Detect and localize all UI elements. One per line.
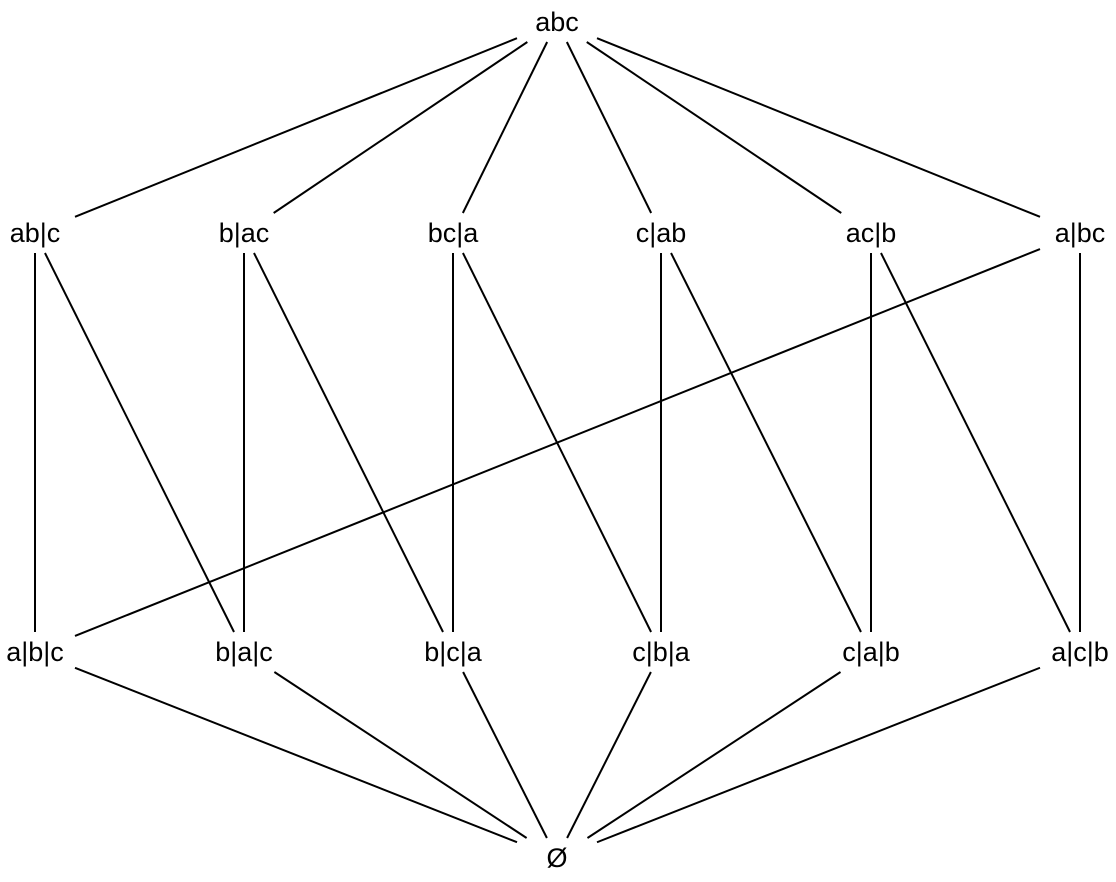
edge-m4-bottom: [566, 671, 652, 839]
edge-n6-m1: [74, 248, 1041, 637]
node-label-n2: b|ac: [219, 218, 270, 248]
node-label-m6: a|c|b: [1051, 637, 1109, 667]
node-label-m4: c|b|a: [632, 637, 691, 667]
edge-m6-bottom: [596, 666, 1041, 844]
edges: [34, 37, 1081, 844]
edge-top-n6: [596, 37, 1041, 218]
node-label-m3: b|c|a: [424, 637, 483, 667]
edge-m3-bottom: [462, 671, 548, 839]
edge-m2-bottom: [273, 671, 528, 839]
node-label-top: abc: [535, 7, 579, 37]
edge-top-n3: [461, 41, 549, 214]
edge-top-n5: [586, 41, 842, 214]
edge-top-n4: [565, 41, 653, 214]
edge-n1-m2: [44, 252, 235, 633]
node-label-m2: b|a|c: [215, 637, 273, 667]
edge-top-n2: [273, 41, 528, 214]
node-label-m5: c|a|b: [842, 637, 900, 667]
node-label-n5: ac|b: [846, 218, 897, 248]
edge-m1-bottom: [74, 666, 518, 844]
node-label-n4: c|ab: [636, 218, 687, 248]
node-label-n1: ab|c: [10, 218, 61, 248]
node-labels: abc ab|c b|ac bc|a c|ab ac|b a|bc a|b|c b|a|c b|c…: [6, 7, 1109, 873]
edge-n4-m5: [670, 252, 862, 633]
node-label-m1: a|b|c: [6, 637, 64, 667]
node-label-bottom: Ø: [546, 843, 567, 873]
node-label-n6: a|bc: [1055, 218, 1106, 248]
node-label-n3: bc|a: [428, 218, 480, 248]
edge-top-n1: [74, 37, 518, 218]
edge-n2-m3: [253, 252, 444, 633]
edge-n5-m6: [880, 252, 1071, 633]
edge-m5-bottom: [586, 671, 842, 839]
